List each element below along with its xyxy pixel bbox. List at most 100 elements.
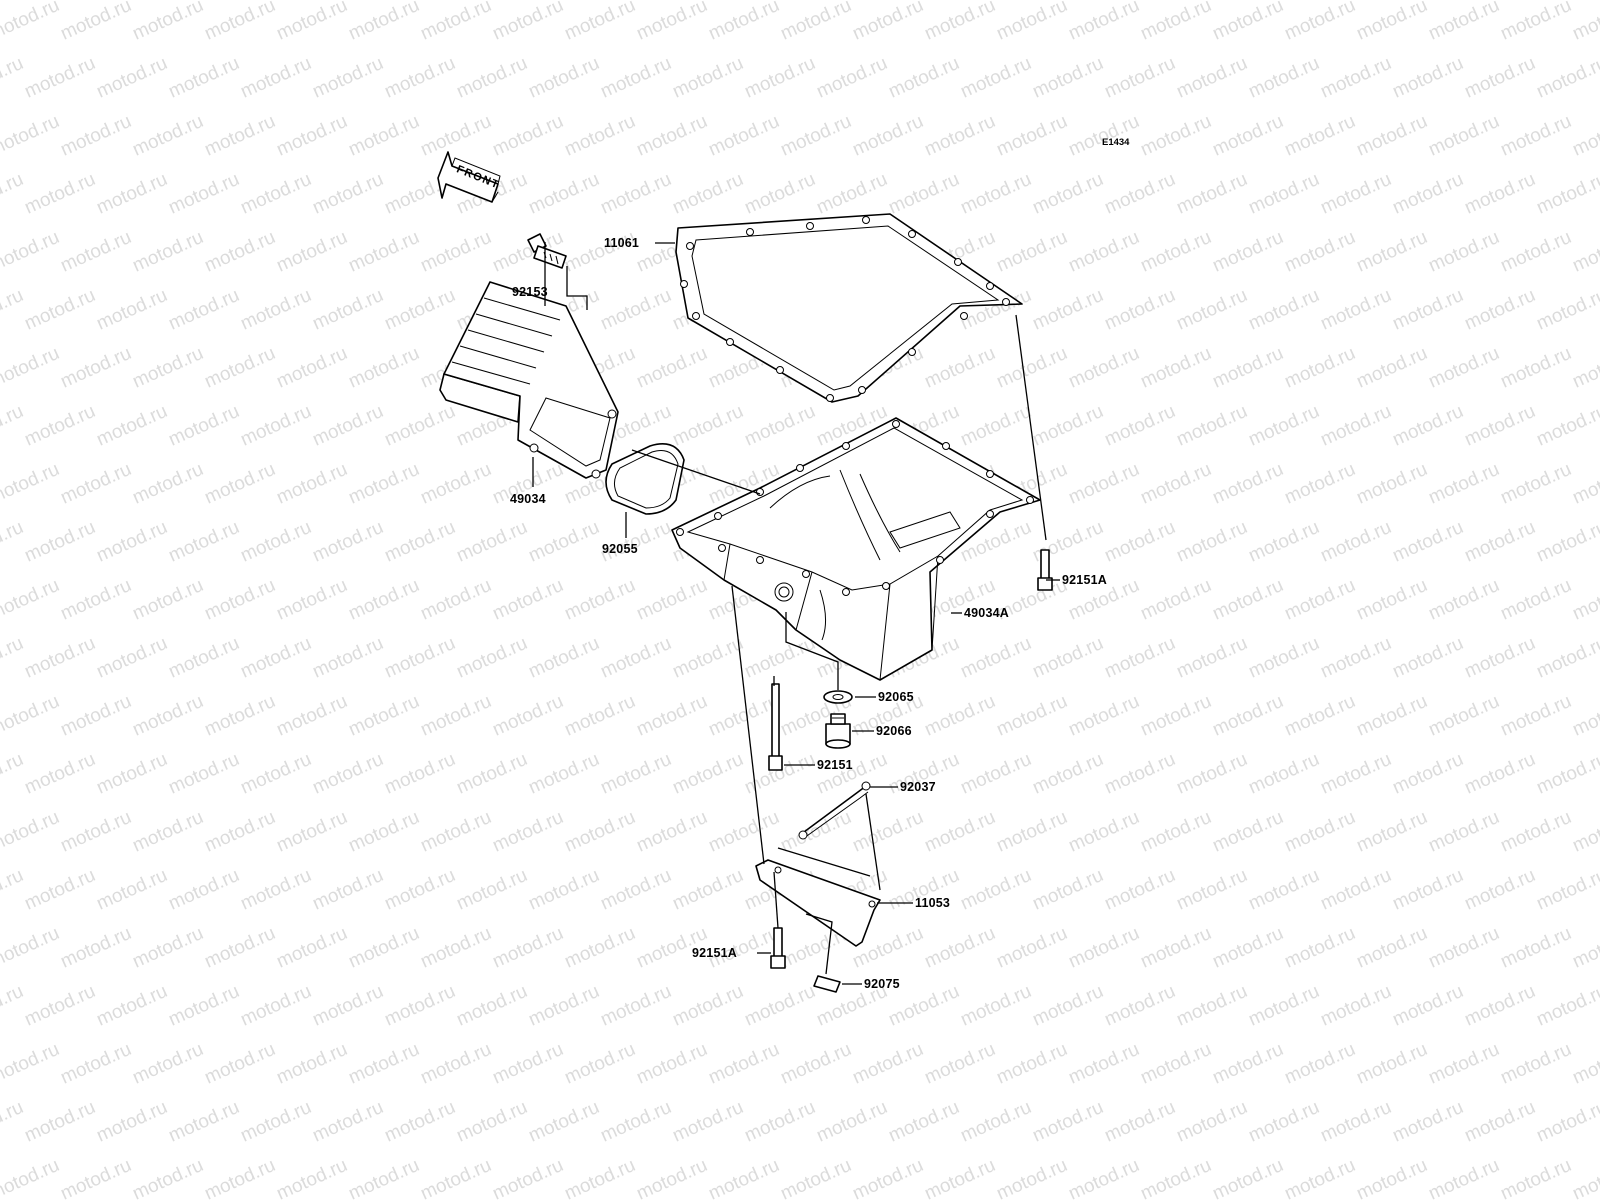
watermark-text: motod.ru [1245,633,1322,683]
gasket-bolt-hole [686,242,694,250]
watermark-text: motod.ru [1353,807,1430,857]
callout-92151: 92151 [817,758,853,772]
watermark-text: motod.ru [237,517,314,567]
watermark-text: motod.ru [93,981,170,1031]
watermark-text: motod.ru [1209,923,1286,973]
watermark-text: motod.ru [0,401,27,451]
gasket-bolt-hole [746,228,754,236]
watermark-text: motod.ru [381,1097,458,1147]
watermark-text: motod.ru [93,749,170,799]
watermark-text: motod.ru [957,401,1034,451]
watermark-text: motod.ru [381,285,458,335]
watermark-text: motod.ru [561,1039,638,1089]
watermark-text: motod.ru [309,401,386,451]
watermark-text: motod.ru [561,691,638,741]
watermark-text: motod.ru [1461,401,1538,451]
watermark-text: motod.ru [0,807,63,857]
watermark-text: motod.ru [1353,343,1430,393]
watermark-text: motod.ru [813,749,890,799]
figure-id: E1434 [1102,137,1130,148]
watermark-text: motod.ru [1461,981,1538,1031]
watermark-text: motod.ru [1065,1039,1142,1089]
watermark-text: motod.ru [813,169,890,219]
watermark-text: motod.ru [165,53,242,103]
watermark-text: motod.ru [1353,575,1430,625]
watermark-text: motod.ru [957,1097,1034,1147]
watermark-text: motod.ru [57,0,134,45]
watermark-text: motod.ru [1173,1097,1250,1147]
watermark-text: motod.ru [741,981,818,1031]
watermark-text: motod.ru [345,1155,422,1200]
watermark-text: motod.ru [813,1097,890,1147]
callout-92075: 92075 [864,977,900,991]
watermark-text: motod.ru [93,865,170,915]
watermark-text: motod.ru [1281,111,1358,161]
watermark-text: motod.ru [849,111,926,161]
watermark-text: motod.ru [633,691,710,741]
watermark-text: motod.ru [1209,1039,1286,1089]
watermark-text: motod.ru [1281,343,1358,393]
watermark-text: motod.ru [741,1097,818,1147]
watermark-text: motod.ru [597,865,674,915]
watermark-text: motod.ru [921,1039,998,1089]
watermark-text: motod.ru [1209,0,1286,45]
watermark-text: motod.ru [489,807,566,857]
watermark-text: motod.ru [777,1039,854,1089]
pan-bolt-hole [1026,496,1034,504]
watermark-text: motod.ru [1497,227,1574,277]
watermark-text: motod.ru [1317,517,1394,567]
watermark-text: motod.ru [381,981,458,1031]
watermark-text: motod.ru [489,0,566,45]
callout-92065: 92065 [878,690,914,704]
watermark-text: motod.ru [1353,0,1430,45]
gasket-bolt-hole [986,282,994,290]
bolt-92151A-top [1037,549,1053,591]
watermark-text: motod.ru [381,633,458,683]
watermark-text: motod.ru [1353,111,1430,161]
watermark-text: motod.ru [273,343,350,393]
watermark-text: motod.ru [921,1155,998,1200]
watermark-text: motod.ru [705,111,782,161]
gasket-bolt-hole [908,230,916,238]
watermark-text: motod.ru [1245,517,1322,567]
watermark-text: motod.ru [1497,807,1574,857]
watermark-text: motod.ru [381,53,458,103]
watermark-text: motod.ru [489,111,566,161]
watermark-text: motod.ru [1245,865,1322,915]
watermark-text: motod.ru [1353,227,1430,277]
watermark-text: motod.ru [705,1155,782,1200]
watermark-text: motod.ru [957,53,1034,103]
watermark-text: motod.ru [21,633,98,683]
watermark-text: motod.ru [93,633,170,683]
watermark-text: motod.ru [1065,111,1142,161]
watermark-text: motod.ru [669,981,746,1031]
watermark-text: motod.ru [561,807,638,857]
watermark-text: motod.ru [309,981,386,1031]
watermark-text: motod.ru [1569,0,1600,45]
watermark-text: motod.ru [1137,0,1214,45]
watermark-text: motod.ru [633,575,710,625]
watermark-text: motod.ru [237,981,314,1031]
watermark-text: motod.ru [1173,981,1250,1031]
watermark-text: motod.ru [1281,1039,1358,1089]
watermark-text: motod.ru [201,575,278,625]
watermark-text: motod.ru [165,517,242,567]
watermark-text: motod.ru [453,1097,530,1147]
watermark-text: motod.ru [21,169,98,219]
watermark-text: motod.ru [561,111,638,161]
watermark-text: motod.ru [0,285,27,335]
watermark-text: motod.ru [345,923,422,973]
watermark-text: motod.ru [957,749,1034,799]
watermark-text: motod.ru [309,633,386,683]
pan-bolt-hole [756,488,764,496]
watermark-text: motod.ru [1569,923,1600,973]
watermark-text: motod.ru [237,865,314,915]
watermark-text: motod.ru [993,923,1070,973]
watermark-text: motod.ru [1389,865,1466,915]
pan-bolt-hole [986,510,994,518]
watermark-text: motod.ru [165,169,242,219]
watermark-text: motod.ru [273,923,350,973]
watermark-text: motod.ru [1569,1039,1600,1089]
gasket-bolt-hole [960,312,968,320]
